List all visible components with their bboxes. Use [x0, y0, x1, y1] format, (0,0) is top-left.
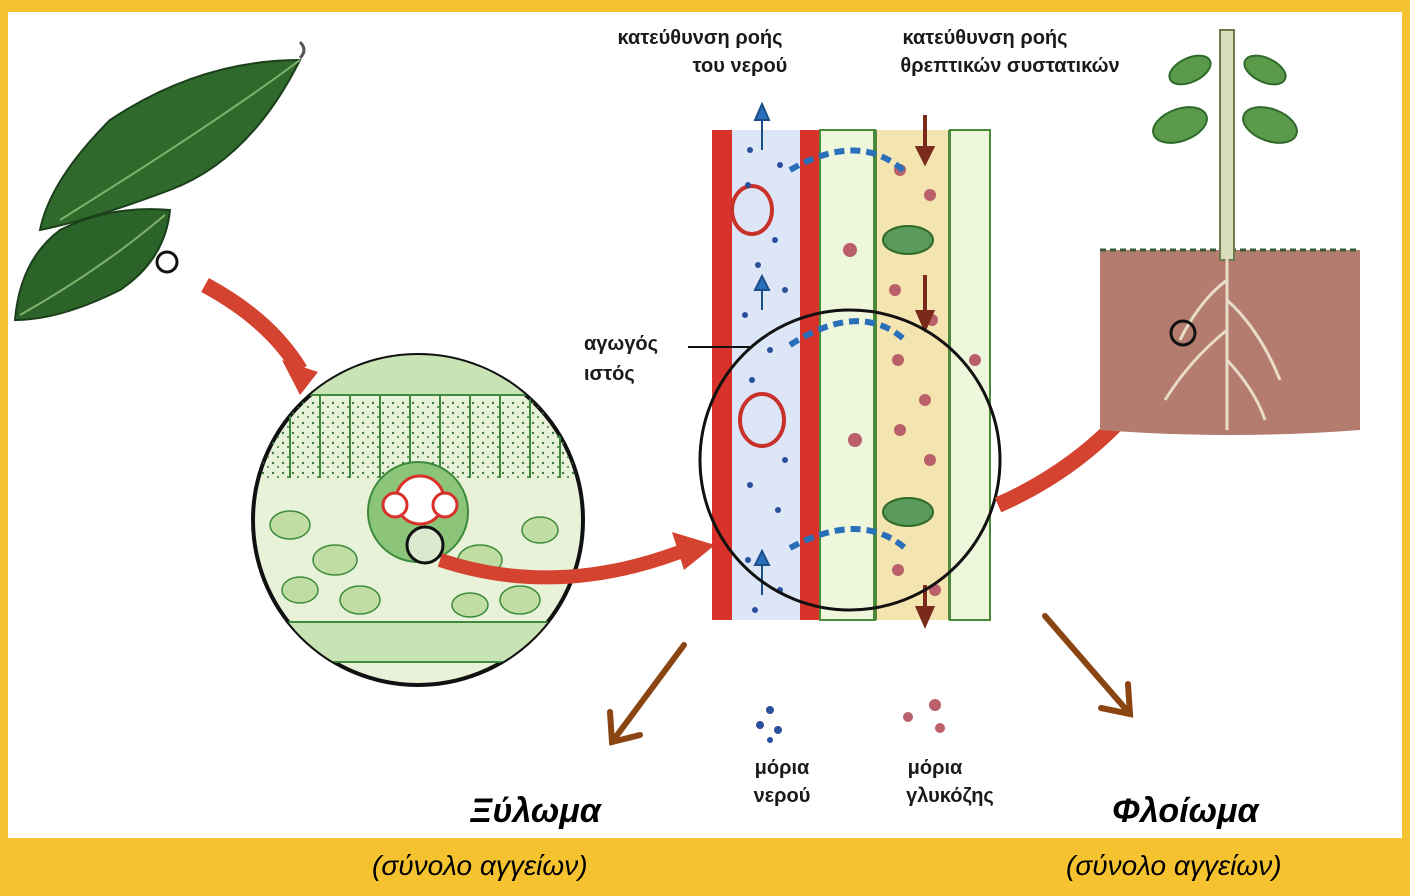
conductive-tissue-label-line2: ιστός — [584, 363, 635, 385]
xylem-subtitle: (σύνολο αγγείων) — [372, 850, 588, 882]
leaf-cross-section — [250, 350, 590, 685]
glucose-particles-legend-dots — [903, 699, 945, 733]
nutrient-flow-label-line2: θρεπτικών συστατικών — [900, 55, 1119, 77]
plant-illustration — [1100, 30, 1360, 435]
phloem-subtitle: (σύνολο αγγείων) — [1066, 850, 1282, 882]
xylem-pointer-arrow — [610, 645, 684, 742]
nutrient-flow-label-line1: κατεύθυνση ροής — [902, 27, 1067, 49]
vessel-detail — [700, 104, 1000, 624]
water-flow-label-line2: του νερού — [693, 55, 788, 77]
water-particles-label-line1: μόρια — [755, 757, 810, 779]
phloem-pointer-arrow — [1045, 616, 1130, 714]
phloem-title: Φλοίωμα — [1112, 792, 1259, 831]
zoom-arrow-leaf — [205, 285, 300, 370]
conductive-tissue-label-line1: αγωγός — [584, 333, 658, 355]
water-flow-label-line1: κατεύθυνση ροής — [617, 27, 782, 49]
leaf-illustration — [15, 42, 304, 320]
xylem-title: Ξύλωμα — [470, 792, 601, 831]
water-particles-legend-dots — [756, 706, 782, 743]
glucose-particles-label-line1: μόρια — [908, 757, 963, 779]
leaf-zoom-marker — [157, 252, 177, 272]
water-particles-label-line2: νερού — [754, 785, 811, 807]
glucose-particles-label-line2: γλυκόζης — [906, 785, 994, 807]
